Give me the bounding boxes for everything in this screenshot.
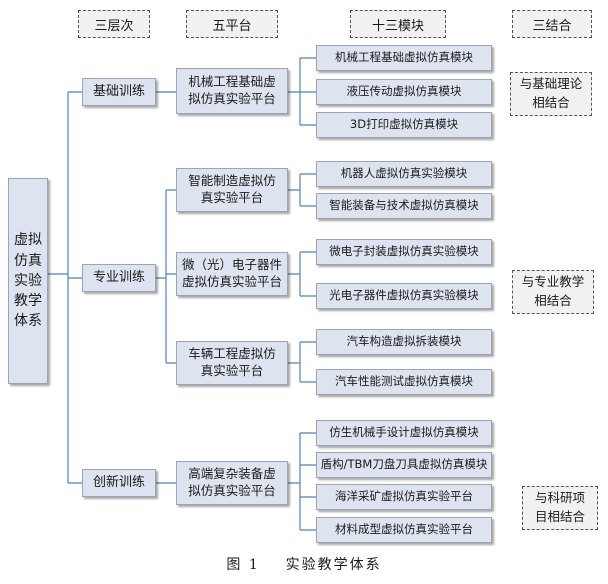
module-vehicle-structure: 汽车构造虚拟拆装模块 — [316, 329, 492, 355]
platform-mechanical-basic: 机械工程基础虚拟仿真实验平台 — [176, 68, 288, 114]
module-hydraulic: 液压传动虚拟仿真模块 — [316, 79, 492, 105]
module-material-forming: 材料成型虚拟仿真实验平台 — [316, 517, 492, 543]
platform-microelectronics: 微（光）电子器件虚拟仿真实验平台 — [176, 252, 288, 296]
module-3d-printing: 3D打印虚拟仿真模块 — [316, 112, 492, 138]
figure-caption: 图 1 实验教学体系 — [226, 557, 382, 573]
module-tbm-cutter: 盾构/TBM刀盘刀具虚拟仿真模块 — [316, 452, 492, 478]
header-combinations: 三结合 — [512, 10, 592, 38]
header-levels: 三层次 — [78, 10, 150, 38]
module-bionic-manipulator: 仿生机械手设计虚拟仿真模块 — [316, 420, 492, 446]
root-label: 虚拟仿真实验教学体系 — [14, 232, 42, 330]
module-optoelectronic-device: 光电子器件虚拟仿真实验模块 — [316, 283, 492, 309]
module-ocean-mining: 海洋采矿虚拟仿真实验平台 — [316, 484, 492, 510]
module-intelligent-equipment: 智能装备与技术虚拟仿真模块 — [316, 193, 492, 219]
header-platforms: 五平台 — [186, 10, 278, 38]
module-microelectronic-packaging: 微电子封装虚拟仿真实验模块 — [316, 239, 492, 265]
combination-basic-theory: 与基础理论相结合 — [510, 72, 592, 116]
module-mechanical-basic: 机械工程基础虚拟仿真模块 — [316, 45, 492, 71]
combination-research-projects: 与科研项目相结合 — [522, 486, 598, 530]
combination-professional-teaching: 与专业教学相结合 — [512, 270, 594, 314]
level-innovation: 创新训练 — [82, 469, 156, 497]
platform-complex-equipment: 高端复杂装备虚拟仿真实验平台 — [176, 461, 288, 505]
platform-intelligent-manufacturing: 智能制造虚拟仿真实验平台 — [176, 168, 288, 212]
module-robot: 机器人虚拟仿真实验模块 — [316, 161, 492, 187]
level-professional: 专业训练 — [82, 264, 156, 292]
root-node: 虚拟仿真实验教学体系 — [8, 178, 48, 384]
platform-vehicle: 车辆工程虚拟仿真实验平台 — [176, 341, 288, 385]
level-basic: 基础训练 — [82, 78, 156, 106]
module-vehicle-performance: 汽车性能测试虚拟仿真模块 — [316, 369, 492, 395]
header-modules: 十三模块 — [350, 10, 446, 38]
